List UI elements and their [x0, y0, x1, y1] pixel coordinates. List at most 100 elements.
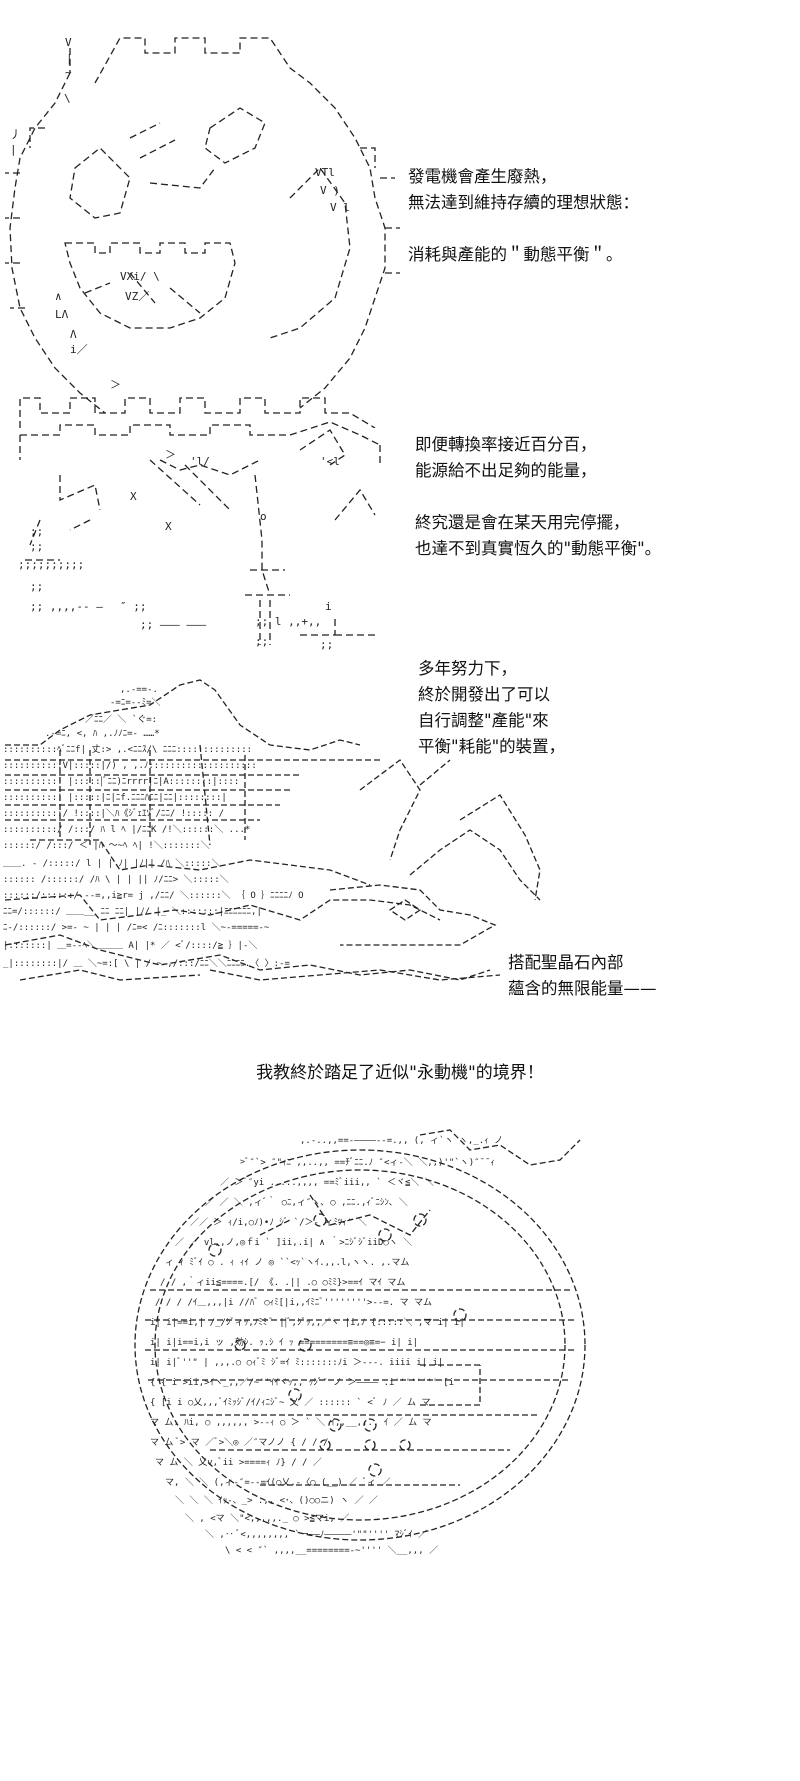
- caption-line: 搭配聖晶石內部: [508, 953, 624, 972]
- svg-text:V ): V ): [320, 184, 340, 197]
- svg-text:;;: ;;: [320, 638, 333, 651]
- caption-line: 發電機會產生廢熱，: [408, 167, 557, 186]
- warrior-machine-drawing: ,.-==-. -=ﾆ=--ﾐ=＼ ／ﾆﾆ／ ＼ `ぐ=: .-=ﾆ, <, ﾊ…: [3, 679, 541, 981]
- svg-text:X: X: [130, 490, 137, 503]
- svg-text:i: i: [325, 600, 332, 613]
- caption-line: 即便轉換率接近百分百，: [415, 435, 597, 454]
- svg-text::::::::::::V|:::::|/) , ,.: :::::::::::V|:::::|/) , ,.ﾉ:::::::::::::…: [3, 761, 257, 771]
- caption-line: [408, 216, 639, 242]
- caption-line: 無法達到維持存續的理想狀態：: [408, 193, 639, 212]
- svg-text:|:::::::| ＿=--ﾍ＼＿＿＿ A| |* ／: |:::::::| ＿=--ﾍ＼＿＿＿ A| |* ／ <ﾞ/::::/≧ ｝|…: [3, 940, 257, 951]
- svg-text:＼ ＼ ＼ ｲｯ-、_> .,, <･、(): ＼ ＼ ＼ ｲｯ-、_> .,, <･、()○○ニ) ヽ ／ ／: [175, 1495, 378, 1506]
- svg-text:_|::::::::|/ ＿ ＼~=:[ \ |: _|::::::::|/ ＿ ＼~=:[ \ | / ~-,/:::/ﾆﾆ＼＼ﾆ…: [3, 958, 290, 969]
- svg-text:／ ／ vl,,ノ,◎ｆi ` ]ii,.i| ∧ ｀: ／ ／ vl,,ノ,◎ｆi ` ]ii,.i| ∧ ｀>ﾆｼﾞｼﾞiiD○ヽ ＼: [175, 1235, 412, 1248]
- svg-text:X: X: [165, 520, 172, 533]
- caption-line: 也達不到真實恆久的"動態平衡"。: [415, 539, 662, 558]
- caption-panel-3: 多年努力下， 終於開發出了可以 自行調整"產能"來 平衡"耗能"的裝置，: [418, 656, 565, 760]
- svg-text:'<l: '<l: [320, 455, 340, 468]
- svg-text:::::::/ /:::/ ＜ |ﾊ ～~ﾍ ﾍ| !＼: ::::::/ /:::/ ＜ |ﾊ ～~ﾍ ﾍ| !＼:::::::＼: [3, 840, 210, 851]
- svg-text:＼ , <マ ＼"<,,,,,._: ＼ , <マ ＼"<,,,,,._ ○ >≦マi, ／: [185, 1513, 349, 1524]
- svg-text:.-=ﾆ, <, ﾊ ,.ﾉﾉﾆ=- ……*: .-=ﾆ, <, ﾊ ,.ﾉﾉﾆ=- ……*: [45, 729, 160, 739]
- caption-panel-1: 發電機會產生廢熱， 無法達到維持存續的理想狀態： 消耗與產能的＂動態平衡＂。: [408, 164, 639, 268]
- svg-text:V: V: [65, 36, 72, 49]
- svg-text:LΛ: LΛ: [55, 308, 69, 321]
- svg-text:;; ――― ―――: ;; ――― ―――: [140, 618, 207, 631]
- svg-text:丿: 丿: [10, 128, 21, 141]
- svg-text:マ ム ＼ 乂v,ﾞii >====ｨ ﾉ: マ ム ＼ 乂v,ﾞii >====ｨ ﾉ} / / ／: [155, 1457, 322, 1468]
- svg-text:″ ;;: ″ ;;: [120, 600, 147, 613]
- caption-line: 消耗與產能的＂動態平衡＂。: [408, 245, 623, 264]
- caption-line: 終於開發出了可以: [418, 685, 550, 704]
- svg-text:i| i|==i,| /_/ｼﾞィｯ,ﾉﾐﾐ ﾞ ||ﾞ: i| i|==i,| /_/ｼﾞィｯ,ﾉﾐﾐ ﾞ ||ﾞ,ｼﾞｯ,,／ヽ |i,…: [150, 1317, 465, 1328]
- svg-text:\: \: [64, 92, 71, 105]
- svg-text:;;: ;;: [30, 580, 43, 593]
- svg-text:ィ ｨ ﾐﾞｲ ○ . ｨ ｨｲ ノ ◎ `: ィ ｨ ﾐﾞｲ ○ . ｨ ｨｲ ノ ◎ ``<ｯ`ヽｲ.,,.l,ヽヽ. ,.…: [165, 1257, 409, 1268]
- svg-text:|: |: [66, 52, 73, 65]
- svg-text:／ ＞ﾞ″yi .....,,,, ==ﾐﾞiii,, `: ／ ＞ﾞ″yi .....,,,, ==ﾐﾞiii,, ` ＜ヾ≦＼ ＼: [220, 1177, 434, 1188]
- caption-line: 自行調整"產能"來: [418, 711, 549, 730]
- svg-text::::::: /::::::/ /ﾊ \ | | || ﾉ: :::::: /::::::/ /ﾊ \ | | || ﾉ/ﾆﾆ> ＼:::::…: [3, 874, 229, 885]
- caption-line: 多年努力下，: [418, 659, 517, 678]
- svg-text:／ ／ ＼ ,ィﾞ｀ ○ﾆ,ィ″ヽ､ ○ ,ﾆﾆ.,ｨﾞ: ／ ／ ＼ ,ィﾞ｀ ○ﾆ,ィ″ヽ､ ○ ,ﾆﾆ.,ｨﾞﾆｼﾝ､ ＼: [205, 1195, 408, 1208]
- svg-text:VXi/ \: VXi/ \: [120, 270, 160, 283]
- svg-text:::::::::::! |:::::|ﾞﾆﾆ)ﾆrrrr|ﾆ: ::::::::::! |:::::|ﾞﾆﾆ)ﾆrrrr|ﾆ|A::::::::…: [3, 776, 239, 787]
- svg-text:'l/: 'l/: [190, 455, 210, 468]
- caption-line: 蘊含的無限能量——: [508, 979, 657, 998]
- svg-text:::::::/::::::/ --=,,i≧r= j ,/: ::::::/::::::/ --=,,i≧r= j ,/ﾆﾆ/ ＼::::::…: [3, 890, 304, 901]
- warrior-machine-art: ,.-==-. -=ﾆ=--ﾐ=＼ ／ﾆﾆ／ ＼ `ぐ=: .-=ﾆ, <, ﾊ…: [0, 670, 560, 1000]
- svg-text:::::::::::! |:::::|ﾆ|ﾆf.ﾆﾆﾆﾊﾆﾆ: ::::::::::! |:::::|ﾆ|ﾆf.ﾆﾆﾆﾊﾆﾆ|ﾆﾆ|::::::…: [3, 793, 227, 803]
- conclusion-text: 我教終於踏足了近似"永動機"的境界！: [256, 1063, 544, 1083]
- svg-text:∧: ∧: [55, 290, 62, 303]
- svg-text:＼ ,‥ ﾞ<,,,,,,,, `ー――ﾉ―――――'"": ＼ ,‥ ﾞ<,,,,,,,, `ー――ﾉ―――――'""'''' ﾏｼﾞｲ ／: [205, 1529, 427, 1540]
- svg-text:i| i|ﾞ''" | ,,,.○ ○ｨﾞﾐ: i| i|ﾞ''" | ,,,.○ ○ｨﾞﾐ ｼﾞ=ｲ ﾐ:::::::ﾉi ＞…: [150, 1357, 443, 1368]
- robed-figure-art: ＞ 'l/ '<l X X o ;; ;; ;;;;;;;;;; ;; ;; ,…: [0, 420, 400, 670]
- svg-text:o: o: [260, 510, 267, 523]
- svg-text:Λ: Λ: [70, 328, 77, 341]
- caption-line: 平衡"耗能"的裝置，: [418, 737, 566, 756]
- svg-text:,.-==-.: ,.-==-.: [120, 685, 158, 695]
- svg-text:／ﾆﾆ／ ＼ `ぐ=:: ／ﾆﾆ／ ＼ `ぐ=:: [85, 714, 157, 725]
- sphere-device-art: ,.-..,,==-――――--=.,, (, ィ`ヽ ヽ,_.ｨ ノ >ﾞ″`…: [120, 1125, 600, 1555]
- svg-text:;;: ;;: [30, 525, 43, 538]
- svg-text:;;: ;;: [30, 540, 43, 553]
- svg-text:＿＿. - /:::::/ l | | ﾉ| |ﾉ||: ＿＿. - /:::::/ l | | ﾉ| |ﾉ|| /ﾊ ＼:::::＼: [3, 858, 220, 869]
- sun-face-art: V | ~ \ 丿 | VTl V ) V l VXi/ \ VZ／ ∧ LΛ …: [0, 28, 400, 428]
- svg-text:i／: i／: [70, 343, 88, 356]
- svg-text:マ, ＼ ＼ (,ィ-″=--=ｲ(○乂.-〈○: マ, ＼ ＼ (,ィ-″=--=ｲ(○乂.-〈○ (__) ／ ﾞィ ／: [165, 1477, 390, 1488]
- svg-text:ﾆ-/::::::/ >=- ~ | | |: ﾆ-/::::::/ >=- ~ | | | /ﾆ=< /ﾆ:::::::l ＼…: [3, 922, 270, 933]
- svg-text:>ﾞ″`> ″"ｨﾆ ,,..,, ==ﾁﾞﾆﾆ.ﾉ ″<ィ: >ﾞ″`> ″"ｨﾆ ,,..,, ==ﾁﾞﾆﾆ.ﾉ ″<ィ-＼ ＼,,)'"`…: [240, 1157, 495, 1168]
- svg-text:\ < < ″` ,,,,__========-~'': \ < < ″` ,,,,__========-~'''' ＼__,,, ／: [225, 1545, 438, 1555]
- svg-text:VZ／: VZ／: [125, 290, 149, 303]
- svg-text:-=ﾆ=--ﾐ=＼: -=ﾆ=--ﾐ=＼: [110, 697, 161, 708]
- svg-text:{ { i >ii,>ｲヽ_,,／/~''ｲｲヾｯ: { { i >ii,>ｲヽ_,,／/~''ｲｲヾｯ,, ｯｼﾞ″ ノ ＞――――…: [150, 1377, 454, 1388]
- sun-face-drawing: V | ~ \ 丿 | VTl V ) V l VXi/ \ VZ／ ∧ LΛ …: [5, 36, 400, 428]
- svg-text:,.-..,,==-――――--=.,, (, ィ`ヽ: ,.-..,,==-――――--=.,, (, ィ`ヽ ヽ,_.ｨ ノ: [300, 1135, 503, 1146]
- svg-text:マ ム. ﾊi, ○ ,,,,,, >--ｨ ○ ＞: マ ム. ﾊi, ○ ,,,,,, >--ｨ ○ ＞ ` ＼ ｲ,,__,,..…: [150, 1417, 431, 1428]
- caption-line: 終究還是會在某天用完停擺，: [415, 513, 630, 532]
- svg-text:＞: ＞: [110, 378, 121, 391]
- sphere-device-drawing: ,.-..,,==-――――--=.,, (, ィ`ヽ ヽ,_.ｨ ノ >ﾞ″`…: [134, 1129, 586, 1555]
- svg-text:／／ ＞ ｨ/i,○ﾉ)•ﾉ ｼﾞ `/＞- ィﾐﾂｨ: ／／ ＞ ｨ/i,○ﾉ)•ﾉ ｼﾞ `/＞- ィﾐﾂｨ′ ＼: [190, 1217, 367, 1228]
- svg-text:~: ~: [65, 66, 72, 79]
- svg-text:;;: ;;: [255, 635, 268, 648]
- svg-text:::::::::::/ /:::/ ﾊ l ﾍ |/ﾆ: ::::::::::/ /:::/ ﾊ l ﾍ |/ﾆﾆK /!＼::::::＼…: [3, 824, 250, 835]
- svg-text:V l: V l: [330, 201, 350, 214]
- caption-panel-2: 即便轉換率接近百分百， 能源給不出足夠的能量， 終究還是會在某天用完停擺， 也達…: [415, 432, 661, 562]
- svg-text:/ / / /ｲ＿,,,|i //ﾊﾞ ○ｨﾐ[|i: / / / /ｲ＿,,,|i //ﾊﾞ ○ｨﾐ[|i,,ｲﾐﾆﾞ''''''''…: [155, 1297, 432, 1308]
- svg-text:|: |: [10, 143, 17, 156]
- svg-text:ﾆﾆ=/::::::/ ＿＿__ ﾆﾆ ﾆﾆ| |ﾉ/: ﾆﾆ=/::::::/ ＿＿__ ﾆﾆ ﾆﾆ| |ﾉ/ |_ ＼:::::::|…: [3, 906, 262, 917]
- svg-text:VTl: VTl: [315, 166, 335, 179]
- svg-text:{ [i i ○乂,,,ﾞｲﾐｯｼﾞ/ｲ/ｨﾆｼﾞ: { [i i ○乂,,,ﾞｲﾐｯｼﾞ/ｲ/ｨﾆｼﾞ~ 乂 ／ :::::: ` …: [150, 1397, 430, 1408]
- caption-line: 能源給不出足夠的能量，: [415, 461, 597, 480]
- svg-text:;; ,,,,-- ―: ;; ,,,,-- ―: [30, 600, 103, 613]
- svg-text:::::::::::ﾍﾞﾆﾆf| 丈:> ,.<ﾆﾆｽ/\: ::::::::::ﾍﾞﾆﾆf| 丈:> ,.<ﾆﾆｽ/\ ﾆﾆﾆ:::::::…: [3, 744, 252, 755]
- svg-text:＞: ＞: [165, 448, 176, 461]
- svg-text:マ ム ﾞ> マ ／ﾞ>＼◎ ／″マノノ {: マ ム ﾞ> マ ／ﾞ>＼◎ ／″マノノ { / / /: [150, 1437, 328, 1448]
- svg-text::::::::::::/ !::::|＼ﾊ《ｼﾞｪｴｿﾞ/ﾆ: :::::::::::/ !::::|＼ﾊ《ｼﾞｪｴｿﾞ/ﾆﾆ/ !::::: …: [3, 808, 224, 819]
- caption-panel-4: 搭配聖晶石內部 蘊含的無限能量——: [508, 950, 657, 1002]
- caption-line: [415, 484, 661, 510]
- svg-text:/ / ,｀ィii≦====.[/ 《. .|| .: / / ,｀ィii≦====.[/ 《. .|| .○ ○ﾐﾐ}>==ｲ マｲ …: [160, 1275, 405, 1288]
- robed-figure-drawing: ＞ 'l/ '<l X X o ;; ;; ;;;;;;;;;; ;; ;; ,…: [18, 421, 381, 651]
- svg-text:;;;;;;;;;;: ;;;;;;;;;;: [18, 558, 84, 571]
- svg-text:;; l ,,+,,: ;; l ,,+,,: [255, 615, 321, 628]
